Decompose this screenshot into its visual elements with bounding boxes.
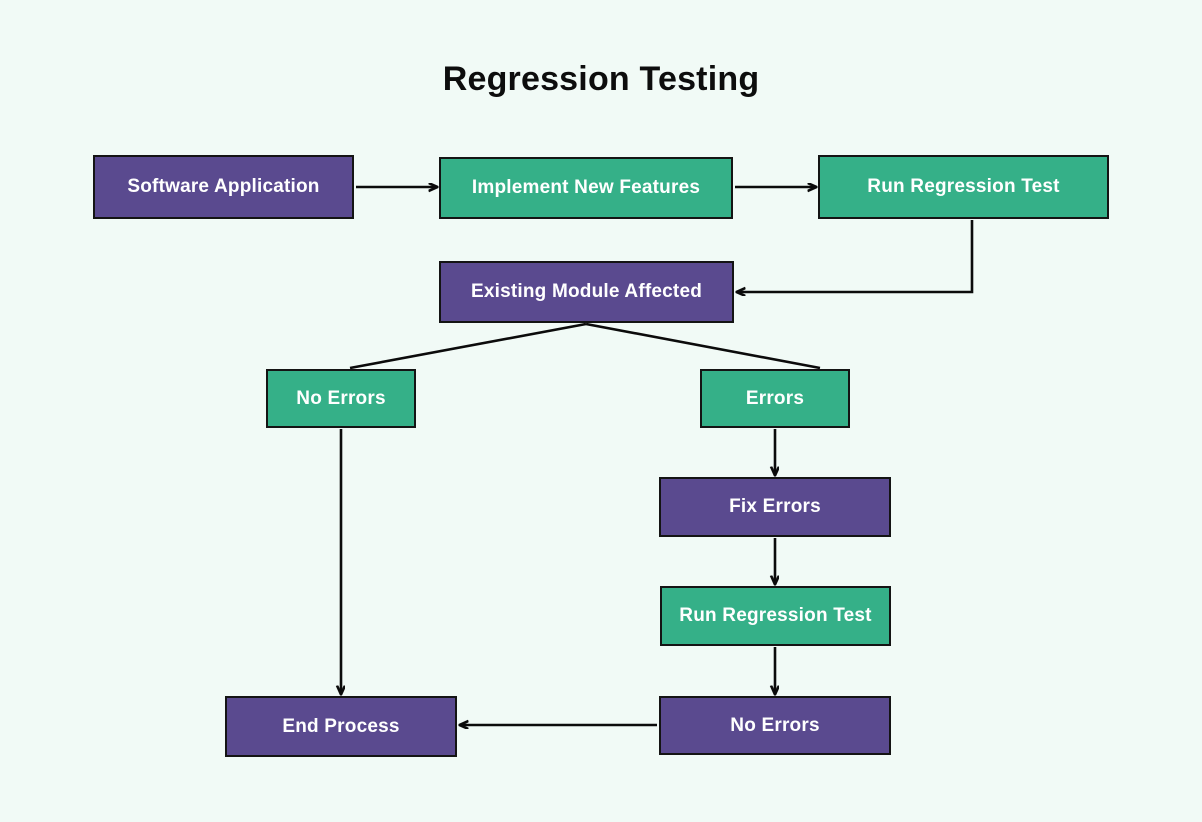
node-label: Run Regression Test [867, 176, 1060, 197]
node-label: Existing Module Affected [470, 281, 703, 302]
node-end-process[interactable]: End Process [225, 696, 457, 757]
node-existing-module-affected[interactable]: Existing Module Affected [439, 261, 734, 323]
node-label: Software Application [127, 176, 320, 197]
node-implement-new-features[interactable]: Implement New Features [439, 157, 733, 219]
node-run-regression-test-1[interactable]: Run Regression Test [818, 155, 1109, 219]
node-errors[interactable]: Errors [700, 369, 850, 428]
node-label: Errors [745, 387, 805, 409]
node-software-application[interactable]: Software Application [93, 155, 354, 219]
node-run-regression-test-2[interactable]: Run Regression Test [660, 586, 891, 646]
node-label: Fix Errors [729, 496, 821, 517]
node-label: Implement New Features [471, 177, 701, 198]
edge-existing-to-no-errors [349, 322, 587, 370]
node-label: End Process [282, 715, 400, 737]
edge-run1-to-existing [737, 220, 974, 292]
node-no-errors-left[interactable]: No Errors [266, 369, 416, 428]
node-no-errors-right[interactable]: No Errors [659, 696, 891, 755]
page-title: Regression Testing [442, 60, 760, 98]
node-label: Run Regression Test [679, 605, 872, 626]
edge-existing-to-errors [585, 322, 821, 370]
node-label: No Errors [730, 714, 820, 736]
node-label: No Errors [296, 387, 386, 409]
node-fix-errors[interactable]: Fix Errors [659, 477, 891, 537]
